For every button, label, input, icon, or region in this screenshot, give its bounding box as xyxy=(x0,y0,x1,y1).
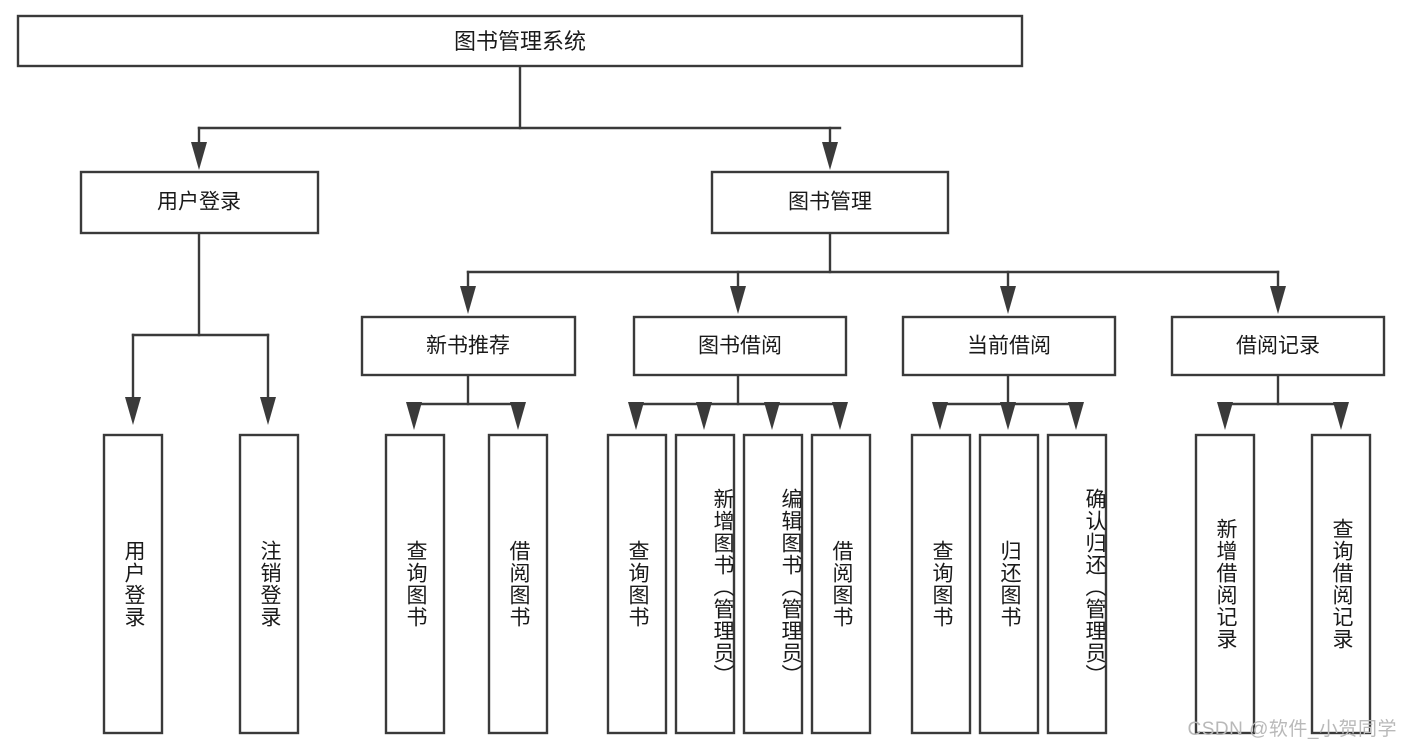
leaf-borrowrecord-query-record[interactable] xyxy=(1310,433,1372,735)
connector-currentborrow-to-leaves xyxy=(932,373,1084,430)
node-borrowing-record[interactable] xyxy=(1170,315,1386,377)
leaf-user-login-logout[interactable] xyxy=(238,433,300,735)
node-user-login-label: 用户登录 xyxy=(157,191,241,214)
node-root-book-management-system[interactable] xyxy=(16,14,1024,68)
connector-root-to-level2 xyxy=(191,64,842,170)
connector-borrowrecord-to-leaves xyxy=(1217,373,1349,430)
leaf-bookborrow-edit-book-admin[interactable] xyxy=(742,433,804,735)
leaf-newbook-borrow-book[interactable] xyxy=(487,433,549,735)
node-book-management-label: 图书管理 xyxy=(788,191,872,214)
leaf-bookborrow-query-book[interactable] xyxy=(606,433,668,735)
node-book-borrowing[interactable] xyxy=(632,315,848,377)
node-current-borrowing[interactable] xyxy=(901,315,1117,377)
node-current-borrowing-label: 当前借阅 xyxy=(967,335,1051,358)
leaf-currentborrow-confirm-return-admin[interactable] xyxy=(1046,433,1108,735)
leaf-bookborrow-borrow-book[interactable] xyxy=(810,433,872,735)
leaf-borrowrecord-add-record[interactable] xyxy=(1194,433,1256,735)
csdn-watermark: CSDN @软件_小贺同学 xyxy=(1187,719,1397,740)
node-new-book-recommendation-label: 新书推荐 xyxy=(426,335,510,358)
connector-newbook-to-leaves xyxy=(406,373,526,430)
leaf-currentborrow-return-book[interactable] xyxy=(978,433,1040,735)
leaf-user-login-login[interactable] xyxy=(102,433,164,735)
connector-userlogin-to-leaves xyxy=(125,231,276,425)
node-book-borrowing-label: 图书借阅 xyxy=(698,335,782,358)
node-borrowing-record-label: 借阅记录 xyxy=(1236,335,1320,358)
connector-bookborrow-to-leaves xyxy=(628,373,848,430)
node-root-label: 图书管理系统 xyxy=(454,29,586,54)
leaf-bookborrow-add-book-admin[interactable] xyxy=(674,433,736,735)
connector-bookmgmt-to-level3 xyxy=(460,231,1286,314)
node-book-management[interactable] xyxy=(710,170,950,235)
leaf-newbook-query-book[interactable] xyxy=(384,433,446,735)
node-new-book-recommendation[interactable] xyxy=(360,315,577,377)
leaf-currentborrow-query-book[interactable] xyxy=(910,433,972,735)
node-user-login[interactable] xyxy=(79,170,320,235)
